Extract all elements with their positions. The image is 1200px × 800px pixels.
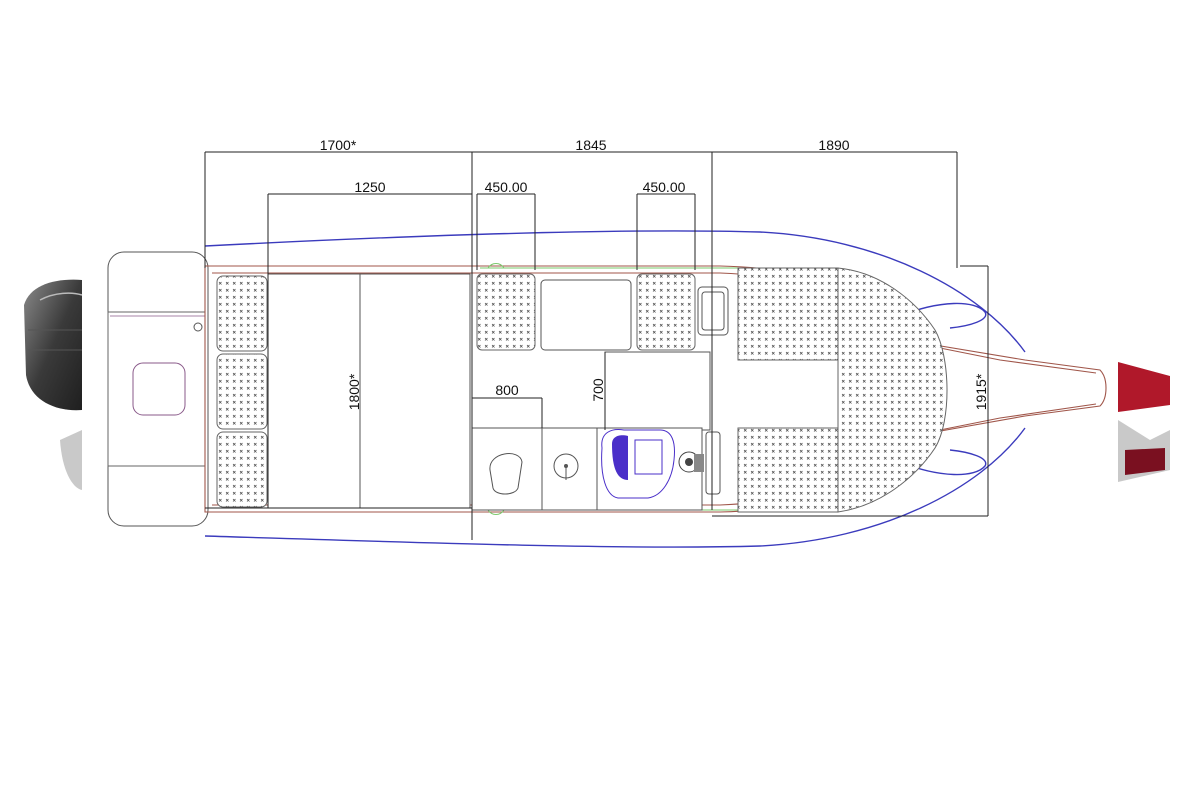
dimension-labels: 1700* 1845 1890 1250 450.00 450.00 800 7… — [320, 137, 989, 410]
dim-aft-bench: 1250 — [354, 179, 385, 195]
forward-deck-panels — [737, 267, 948, 513]
transom-platform — [107, 251, 209, 527]
outboard-engine — [24, 279, 83, 490]
dim-cockpit-width: 1800* — [346, 373, 362, 410]
dimension-lines — [204, 151, 989, 540]
hull-outline — [204, 230, 1026, 548]
aft-bench-cushions — [216, 275, 268, 508]
bow-accent-shape — [1118, 362, 1170, 482]
dim-beam-forward: 1915* — [973, 373, 989, 410]
dim-console-depth: 700 — [590, 378, 606, 402]
head-compartment — [471, 351, 711, 511]
dim-helm-seat-left: 450.00 — [485, 179, 528, 195]
side-locker — [705, 431, 721, 495]
helm-chair — [601, 429, 704, 499]
dim-section-fwd: 1890 — [818, 137, 849, 153]
helm-seat-cushions — [476, 273, 729, 351]
dim-head-width: 800 — [495, 382, 519, 398]
cockpit-lounge — [267, 273, 471, 509]
dim-section-mid: 1845 — [575, 137, 606, 153]
dim-helm-seat-right: 450.00 — [643, 179, 686, 195]
dim-section-aft: 1700* — [320, 137, 357, 153]
